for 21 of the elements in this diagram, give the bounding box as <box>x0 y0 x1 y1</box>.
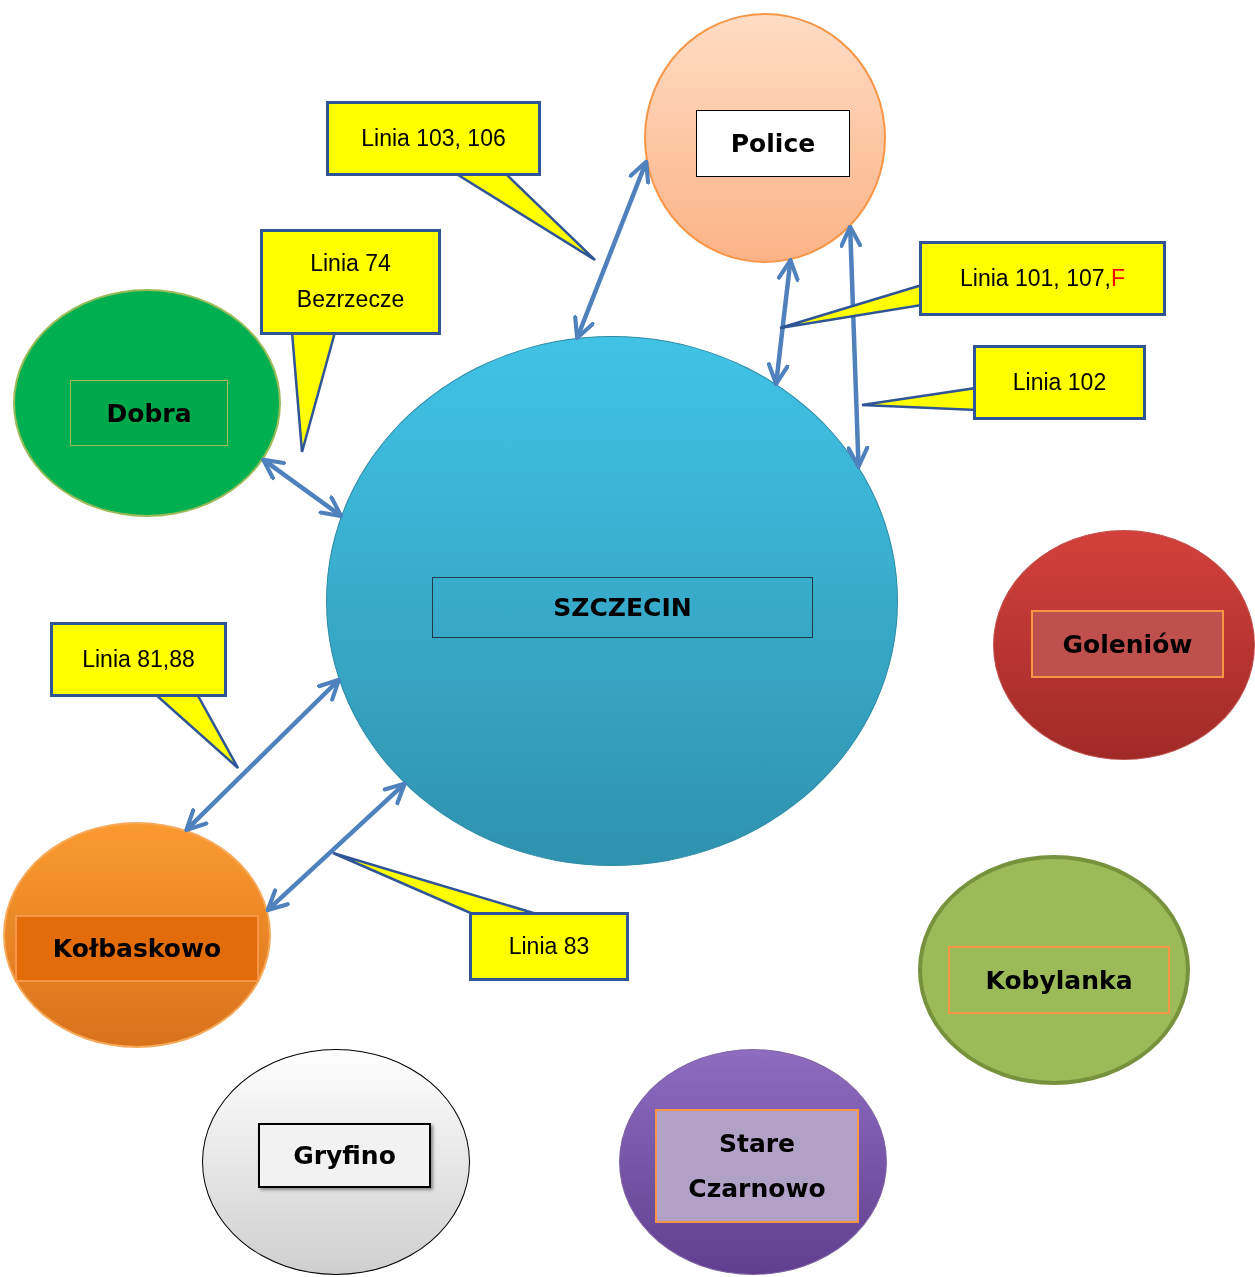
callout-text: F <box>1110 264 1125 291</box>
callout-text: Linia 101, 107, <box>960 264 1111 291</box>
town-name: Gryfino <box>258 1123 431 1188</box>
callout-text: Linia 103, 106 <box>361 124 506 151</box>
double-arrow <box>573 159 651 341</box>
callout-text: Linia 81,88 <box>82 645 195 672</box>
town-name: SZCZECIN <box>432 577 813 638</box>
town-name: Stare Czarnowo <box>655 1109 859 1223</box>
callout-text: Linia 102 <box>1012 368 1107 395</box>
double-arrow <box>184 677 341 833</box>
double-arrow <box>261 457 344 519</box>
town-name: Dobra <box>70 380 228 446</box>
town-name: Kobylanka <box>948 946 1170 1014</box>
town-name: Goleniów <box>1031 610 1224 678</box>
double-arrow <box>766 258 800 386</box>
town-name: Police <box>696 110 850 177</box>
double-arrow <box>839 224 870 469</box>
town-name: Kołbaskowo <box>15 915 259 982</box>
double-arrow <box>265 781 407 913</box>
callout-text: Linia 83 <box>508 932 590 959</box>
callout-text: Linia 74 Bezrzecze <box>296 250 405 312</box>
